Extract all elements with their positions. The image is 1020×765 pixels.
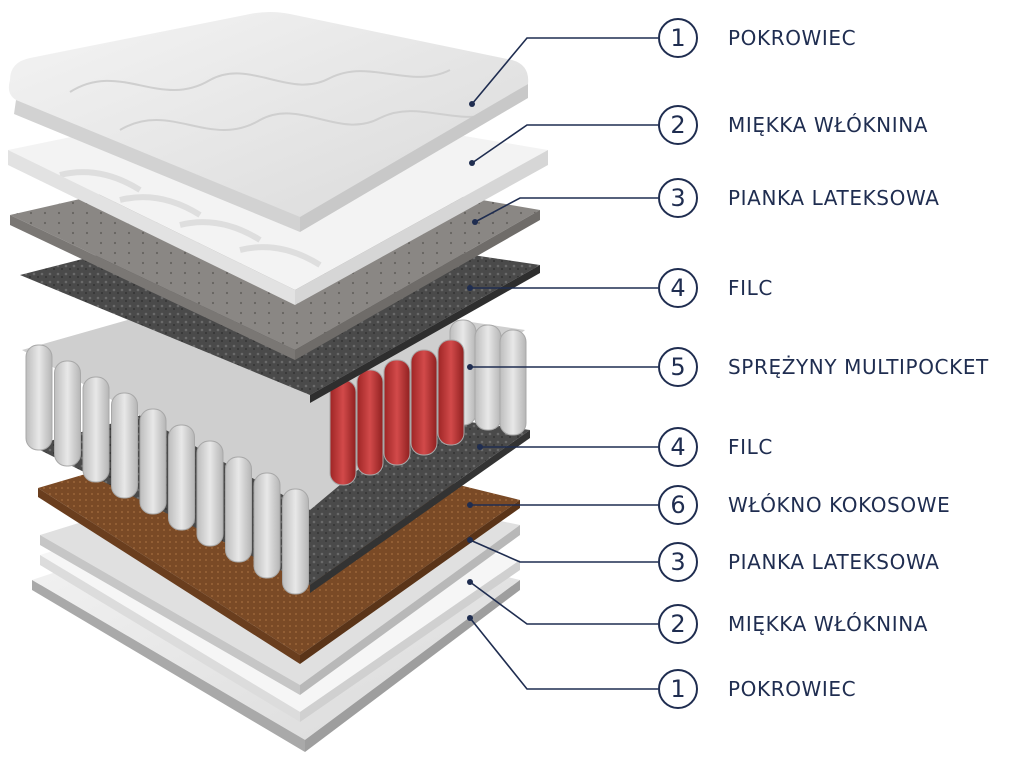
layer-label-10: 1 POKROWIEC: [658, 667, 856, 711]
layer-label-6: 4 FILC: [658, 425, 773, 469]
pocket-spring-icon: [437, 339, 465, 446]
pocket-spring-icon: [82, 376, 110, 483]
layer-number-badge: 3: [658, 542, 698, 582]
layer-number-badge: 4: [658, 268, 698, 308]
pocket-spring-icon: [139, 408, 167, 515]
leader-line-10: [469, 617, 658, 690]
pocket-spring-icon: [196, 440, 224, 547]
pocket-spring-icon: [410, 349, 438, 456]
leader-line-1: [471, 37, 658, 105]
layer-name: MIĘKKA WŁÓKNINA: [728, 612, 929, 636]
layer-name: PIANKA LATEKSOWA: [728, 550, 940, 574]
layer-number-badge: 4: [658, 427, 698, 467]
pocket-spring-icon: [111, 392, 138, 499]
pocket-spring-icon: [383, 359, 411, 466]
pocket-spring-icon: [253, 472, 281, 579]
layer-name: MIĘKKA WŁÓKNINA: [728, 113, 929, 137]
layer-number-badge: 2: [658, 604, 698, 644]
layer-name: POKROWIEC: [728, 26, 857, 50]
layer-number-badge: 5: [658, 347, 698, 387]
layer-name: PIANKA LATEKSOWA: [728, 186, 940, 210]
layer-name: FILC: [728, 276, 773, 300]
pocket-spring-icon: [282, 488, 309, 595]
layer-number-badge: 2: [658, 105, 698, 145]
layer-label-5: 5 SPRĘŻYNY MULTIPOCKET: [658, 345, 989, 389]
leader-line-2: [471, 124, 658, 164]
pocket-spring-icon: [54, 360, 81, 467]
layer-number-badge: 3: [658, 178, 698, 218]
leader-line-8: [469, 539, 658, 563]
layer-number-badge: 1: [658, 669, 698, 709]
layer-label-3: 3 PIANKA LATEKSOWA: [658, 176, 940, 220]
layer-label-9: 2 MIĘKKA WŁÓKNINA: [658, 602, 928, 646]
pocket-spring-icon: [356, 369, 384, 476]
layer-label-2: 2 MIĘKKA WŁÓKNINA: [658, 103, 928, 147]
layer-label-4: 4 FILC: [658, 266, 773, 310]
layer-label-7: 6 WŁÓKNO KOKOSOWE: [658, 483, 950, 527]
layer-name: POKROWIEC: [728, 677, 857, 701]
layer-label-1: 1 POKROWIEC: [658, 16, 856, 60]
layer-name: FILC: [728, 435, 773, 459]
leader-line-9: [469, 581, 658, 625]
pocket-spring-icon: [168, 424, 195, 531]
layer-top-cover: [8, 12, 529, 232]
layer-label-8: 3 PIANKA LATEKSOWA: [658, 540, 940, 584]
layer-number-badge: 1: [658, 18, 698, 58]
layer-number-badge: 6: [658, 485, 698, 525]
layer-name: WŁÓKNO KOKOSOWE: [728, 493, 951, 517]
pocket-spring-icon: [225, 456, 252, 563]
pocket-spring-icon: [25, 344, 53, 451]
leader-line-3: [474, 197, 658, 223]
pocket-spring-icon: [499, 329, 527, 436]
layer-name: SPRĘŻYNY MULTIPOCKET: [728, 355, 989, 379]
